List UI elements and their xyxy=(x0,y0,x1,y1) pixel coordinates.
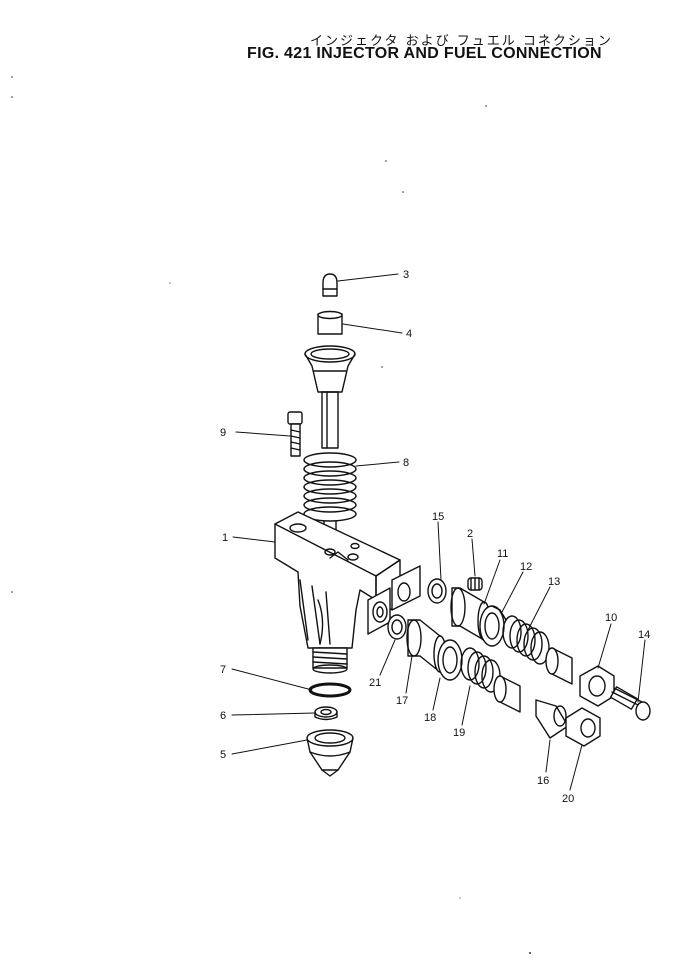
figure-title-english: FIG. 421 INJECTOR AND FUEL CONNECTION xyxy=(247,45,602,62)
callout-17: 17 xyxy=(396,695,408,707)
callout-4: 4 xyxy=(406,328,412,340)
part-sleeve-12 xyxy=(479,605,507,647)
part-o-ring xyxy=(308,682,352,698)
part-plug-19b xyxy=(493,675,521,713)
part-nozzle-nut xyxy=(306,729,354,777)
part-nut-10 xyxy=(579,665,615,707)
callout-6: 6 xyxy=(220,710,226,722)
leader-lines xyxy=(231,273,646,791)
part-bolt-14 xyxy=(609,686,651,721)
scan-specks xyxy=(11,76,531,954)
callout-12: 12 xyxy=(520,561,532,573)
part-fitting-16 xyxy=(535,699,569,739)
part-cap xyxy=(322,273,338,297)
callout-14: 14 xyxy=(638,629,650,641)
callout-11: 11 xyxy=(497,548,508,560)
callout-15: 15 xyxy=(432,511,444,523)
part-washer xyxy=(314,706,338,721)
callout-5: 5 xyxy=(220,749,226,761)
part-spring-13 xyxy=(502,615,550,665)
callout-20: 20 xyxy=(562,793,574,805)
part-small-screw-2 xyxy=(467,577,483,591)
callout-7: 7 xyxy=(220,664,226,676)
callout-16: 16 xyxy=(537,775,549,787)
callout-3: 3 xyxy=(403,269,409,281)
callout-13: 13 xyxy=(548,576,560,588)
part-sleeve-18 xyxy=(437,639,463,681)
figure-title-japanese: インジェクタ および フュエル コネクション xyxy=(310,34,613,49)
part-sleeve xyxy=(317,310,343,335)
callout-2: 2 xyxy=(467,528,473,540)
part-injector-body xyxy=(274,511,421,674)
callout-19: 19 xyxy=(453,727,465,739)
part-injector-stem xyxy=(304,345,356,449)
callout-18: 18 xyxy=(424,712,436,724)
callout-1: 1 xyxy=(222,532,228,544)
part-plug-13b xyxy=(545,647,573,685)
callout-labels: 3 4 8 9 1 15 2 11 12 13 10 14 7 6 5 21 1… xyxy=(220,269,650,805)
callout-10: 10 xyxy=(605,612,617,624)
callout-8: 8 xyxy=(403,457,409,469)
callout-9: 9 xyxy=(220,427,226,439)
part-nut-20 xyxy=(565,707,601,747)
part-bolt xyxy=(287,411,303,457)
callout-21: 21 xyxy=(369,677,381,689)
part-lower-washer-21 xyxy=(387,614,407,640)
part-upper-washer-15 xyxy=(427,578,447,604)
